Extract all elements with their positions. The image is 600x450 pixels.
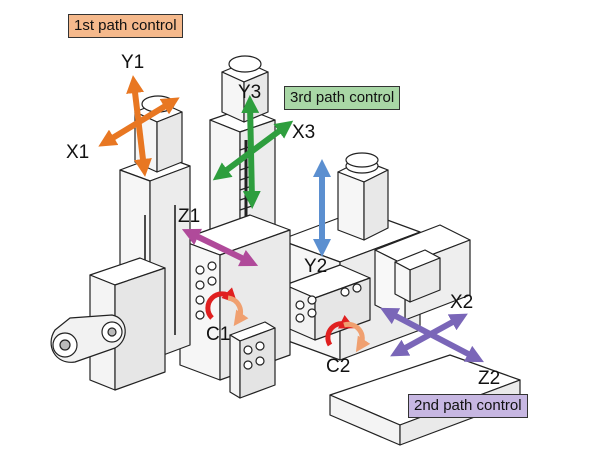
main-spindle (50, 257, 166, 391)
y3-label: Y3 (238, 82, 261, 103)
third-path-control-label: 3rd path control (284, 86, 401, 110)
c1-label: C1 (206, 324, 230, 345)
c2-label: C2 (326, 356, 350, 377)
c2-rotation-arrow-orange (343, 321, 371, 353)
z2-label: Z2 (478, 368, 500, 389)
z1-axis-arrow (181, 228, 259, 267)
x1-label: X1 (66, 142, 89, 163)
y2-motor (337, 152, 389, 241)
z2-axis-arrow (380, 307, 484, 363)
first-path-control-label: 1st path control (68, 14, 183, 38)
c1-rotation-arrow-orange (227, 295, 249, 327)
x2-label: X2 (450, 292, 473, 313)
z1-label: Z1 (178, 206, 200, 227)
c1-rotation-arrow-red (205, 287, 238, 320)
y2-label: Y2 (304, 256, 327, 277)
y1-label: Y1 (121, 52, 144, 73)
x3-label: X3 (292, 122, 315, 143)
second-path-control-label: 2nd path control (408, 394, 528, 418)
second-path-head (279, 209, 471, 361)
x3-axis-arrow (212, 120, 294, 181)
x2-motor (394, 249, 441, 303)
machine-line-art (50, 55, 521, 446)
x1-axis-arrow (98, 97, 180, 147)
centre-tool-block (179, 214, 291, 399)
